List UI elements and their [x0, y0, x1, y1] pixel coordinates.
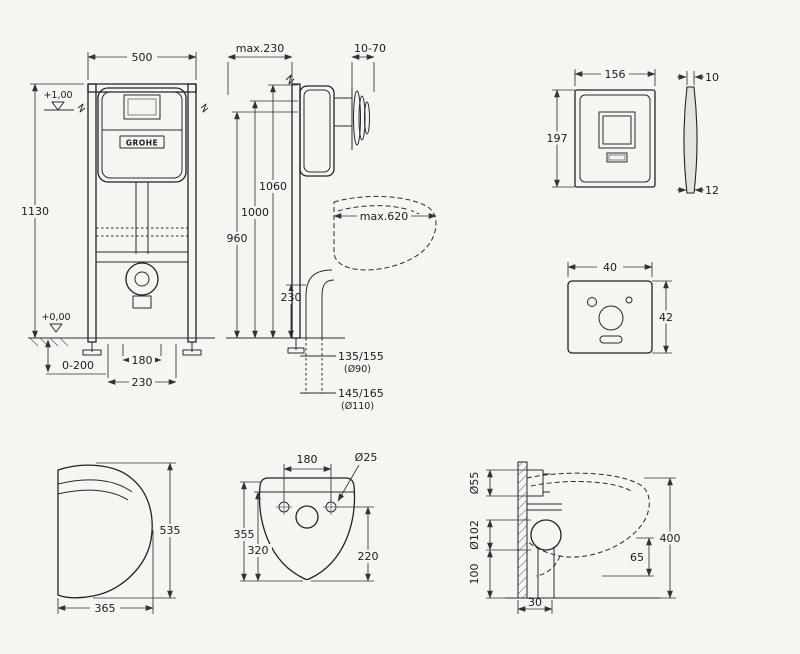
- dim-rim-height: 400: [660, 532, 681, 545]
- plate-side-profile: [683, 86, 698, 194]
- flush-pipe: [526, 469, 544, 497]
- dim-plate-thickness-top: 10: [705, 71, 719, 84]
- flush-button-large: [598, 111, 636, 149]
- dim-outlet-pipe-dia: Ø102: [468, 520, 481, 550]
- flush-window: [123, 94, 161, 120]
- pad-outline: [567, 280, 653, 354]
- wc-bowl-side-view: 535 365: [57, 462, 185, 615]
- dim-feet-range: 0-200: [62, 359, 94, 372]
- dim-drain-distance: 220: [358, 550, 379, 563]
- dim-base-width: 230: [132, 376, 153, 389]
- bowl-top-outline: [258, 477, 356, 581]
- frame-right-rail: [187, 83, 197, 343]
- dim-outlet-b-dia: (Ø110): [341, 401, 374, 412]
- flush-inlet-hole: [295, 505, 319, 529]
- bowl-profile-dashed: [526, 472, 650, 558]
- frame-side-view: 960 1000 1060 230 max.230 10-70 max.620: [223, 42, 437, 412]
- plate-outline: [574, 89, 656, 188]
- dim-pad-height: 42: [659, 311, 673, 324]
- frame-left-rail: [87, 83, 97, 343]
- dim-outlet-b: 145/165: [338, 387, 384, 400]
- outlet-pipe: [530, 519, 562, 551]
- cistern-side: [299, 85, 335, 177]
- dim-bowl-height: 535: [160, 524, 181, 537]
- dim-bowl-depth: max.620: [360, 210, 408, 223]
- dim-frame-depth: max.230: [236, 42, 284, 55]
- flush-button-small: [606, 152, 628, 163]
- level-mark-floor: +0,00: [41, 312, 70, 323]
- brand-plate: [119, 135, 165, 149]
- dim-hole-diameter: Ø25: [355, 451, 378, 464]
- dim-fixing-holes: 180: [297, 453, 318, 466]
- bowl-side-outline: [57, 464, 153, 599]
- dim-bowl-depth: 365: [95, 602, 116, 615]
- dim-pad-width: 40: [603, 261, 617, 274]
- dim-bowl-top-depth: 355: [234, 528, 255, 541]
- wc-bowl-mounting-view: Ø55 Ø102 100 65 400 30: [468, 461, 685, 614]
- dim-wall-offset: 30: [528, 596, 542, 609]
- brand-logo: GROHE: [126, 139, 158, 148]
- pad-hole-right: [625, 296, 633, 304]
- level-mark-top: +1,00: [43, 90, 72, 101]
- pad-slot: [599, 335, 623, 344]
- dim-rim-offset: 65: [630, 551, 644, 564]
- dim-outlet-height: 100: [468, 564, 481, 585]
- dim-outlet-a-dia: (Ø90): [344, 364, 371, 375]
- dim-frame-height: 1130: [21, 205, 49, 218]
- dim-plate-width: 156: [605, 68, 626, 81]
- dim-bowl-inner-depth: 320: [248, 544, 269, 557]
- dim-frame-width: 500: [132, 51, 153, 64]
- dim-flush-pipe-dia: Ø55: [468, 472, 481, 495]
- bowl-profile-dashed: [333, 195, 437, 271]
- pad-hole-left: [587, 297, 597, 307]
- dim-height-top: 1060: [259, 180, 287, 193]
- dim-plate-height: 197: [547, 132, 568, 145]
- cistern-outline: [97, 87, 187, 183]
- pad-center-hole: [598, 305, 624, 331]
- flush-plate-edge: [353, 90, 361, 146]
- dim-plate-thickness-bottom: 12: [705, 184, 719, 197]
- dim-fixing-distance: 180: [132, 354, 153, 367]
- dim-height-mid: 960: [227, 232, 248, 245]
- sound-insulation-pad-view: 40 42: [567, 260, 679, 354]
- dim-height-plate: 1000: [241, 206, 269, 219]
- drain-socket: [125, 262, 159, 296]
- dim-wall-gap: 10-70: [354, 42, 386, 55]
- dim-outlet-a: 135/155: [338, 350, 384, 363]
- wc-bowl-top-view: 180 Ø25 355 320 220: [229, 451, 383, 582]
- dim-outlet-height: 230: [281, 291, 302, 304]
- flush-plate-view: 156 197 10 12: [543, 67, 719, 197]
- frame-front-view: 500 1130 GROHE +1,00 +0,00: [19, 50, 215, 389]
- wall-hatch: [517, 461, 528, 599]
